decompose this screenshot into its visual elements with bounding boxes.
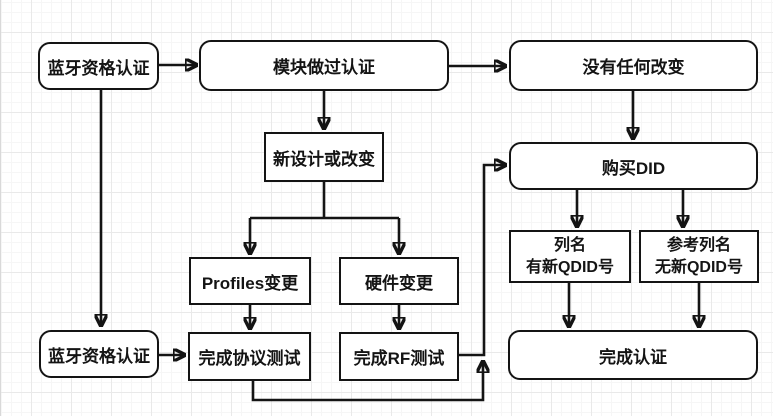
node-ref-listed-no-qdid-line1: 参考列名 — [666, 236, 731, 254]
node-complete-cert[interactable]: 完成认证 — [508, 330, 758, 380]
node-no-change[interactable]: 没有任何改变 — [509, 40, 758, 91]
node-profiles-change[interactable]: Profiles变更 — [189, 257, 311, 305]
node-rf-test[interactable]: 完成RF测试 — [339, 332, 459, 381]
node-bluetooth-cert-bottom[interactable]: 蓝牙资格认证 — [39, 330, 159, 378]
node-buy-did[interactable]: 购买DID — [509, 142, 758, 190]
node-hardware-change[interactable]: 硬件变更 — [339, 257, 459, 305]
node-ref-listed-no-qdid[interactable]: 参考列名 无新QDID号 — [639, 230, 759, 283]
node-listed-new-qdid-line2: 有新QDID号 — [525, 258, 614, 276]
edge-newdesign-split-stem — [250, 182, 399, 220]
node-protocol-test[interactable]: 完成协议测试 — [188, 332, 311, 381]
edge-rftest-to-buydid — [459, 165, 505, 357]
node-ref-listed-no-qdid-line2: 无新QDID号 — [654, 258, 743, 276]
node-new-design-or-change[interactable]: 新设计或改变 — [264, 132, 384, 182]
node-bluetooth-cert-top[interactable]: 蓝牙资格认证 — [38, 42, 159, 90]
edge-protocoltest-merge — [251, 362, 483, 402]
node-listed-new-qdid-line1: 列名 — [553, 236, 586, 254]
node-module-certified[interactable]: 模块做过认证 — [199, 40, 449, 91]
node-listed-new-qdid[interactable]: 列名 有新QDID号 — [509, 230, 631, 283]
